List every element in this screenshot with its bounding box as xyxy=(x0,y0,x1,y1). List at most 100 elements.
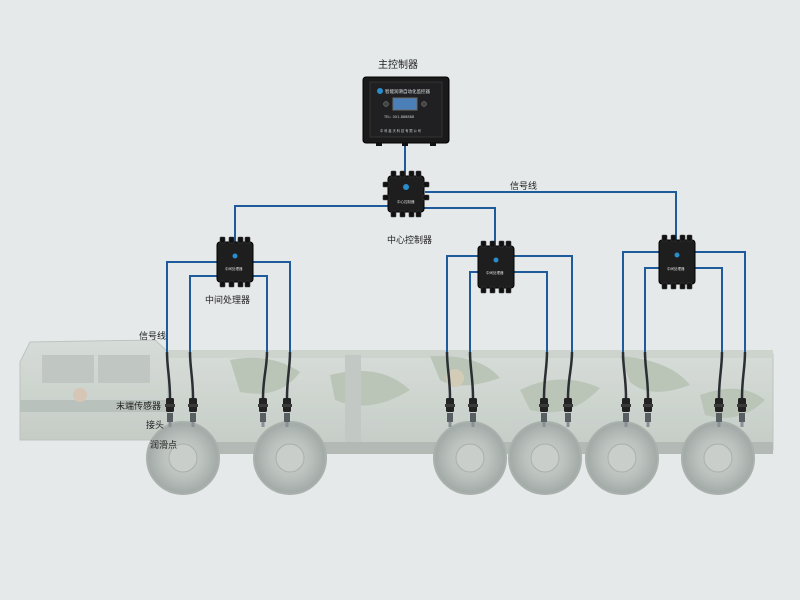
connector-joint xyxy=(447,413,453,422)
lube-point-tip xyxy=(646,422,650,427)
wire-mid-3 xyxy=(512,255,573,352)
main-controller-tel: TEL: 0X1-888888 xyxy=(383,115,414,119)
connector-joint xyxy=(284,413,290,422)
end-sensors xyxy=(165,398,747,427)
main-controller-device: 智能润滑自动化监控器 TEL: 0X1-888888 中 科 鑫 天 科 技 有… xyxy=(362,76,450,146)
label-end-sensor: 末端传感器 xyxy=(116,402,162,412)
lube-point-tip xyxy=(717,422,721,427)
main-controller-knob-right-icon xyxy=(421,101,427,107)
wire-right-3 xyxy=(694,251,746,352)
hose-3 xyxy=(261,351,269,399)
sensor-band xyxy=(539,404,549,407)
connector-joint xyxy=(716,413,722,422)
sensor-band xyxy=(468,404,478,407)
end-sensor-12 xyxy=(737,398,747,427)
wire-right-2 xyxy=(644,267,660,352)
hose-11 xyxy=(717,351,724,399)
wire-center-to-right xyxy=(425,191,677,240)
mid-center-plate: 中间处理器 xyxy=(486,270,504,275)
wire-center-to-middle xyxy=(422,207,496,248)
sensor-band xyxy=(737,404,747,407)
hose-9 xyxy=(621,351,628,399)
wire-mid-1 xyxy=(446,255,479,352)
main-controller-maker: 中 科 鑫 天 科 技 有 限 公 司 xyxy=(380,128,421,133)
wheel-1-hub xyxy=(168,443,198,473)
mid-left-plate: 中间处理器 xyxy=(225,266,243,271)
connector-joint xyxy=(541,413,547,422)
truck-wheels xyxy=(146,421,755,495)
hose-6 xyxy=(468,351,475,399)
main-controller-knob-left-icon xyxy=(383,101,389,107)
connector-joint xyxy=(167,413,173,422)
middle-processor-right: 中间处理器 xyxy=(658,234,696,290)
sensor-band xyxy=(714,404,724,407)
lube-point-tip xyxy=(168,422,172,427)
mid-left-logo-icon xyxy=(232,253,238,259)
wire-left-3 xyxy=(252,261,291,352)
cab-bumper xyxy=(20,400,170,412)
lube-point-tip xyxy=(285,422,289,427)
end-sensor-10 xyxy=(643,398,653,427)
label-signal-line-left: 信号线 xyxy=(139,332,167,342)
hose-10 xyxy=(643,351,650,399)
lube-point-tip xyxy=(261,422,265,427)
lube-point-tip xyxy=(471,422,475,427)
end-sensor-3 xyxy=(258,398,268,427)
wire-left-4 xyxy=(252,275,268,352)
sensor-band xyxy=(643,404,653,407)
lube-point-tip xyxy=(542,422,546,427)
connector-joint xyxy=(190,413,196,422)
hose-2 xyxy=(188,351,195,399)
end-sensor-5 xyxy=(445,398,455,427)
sensor-band xyxy=(621,404,631,407)
end-sensor-1 xyxy=(165,398,175,427)
end-sensor-8 xyxy=(563,398,573,427)
mid-center-logo-icon xyxy=(493,257,499,263)
sensor-band xyxy=(282,404,292,407)
middle-processor-left: 中间处理器 xyxy=(216,236,254,288)
hose-4 xyxy=(285,351,292,399)
truck-background xyxy=(19,339,774,495)
end-sensor-4 xyxy=(282,398,292,427)
sensor-band xyxy=(445,404,455,407)
main-connector-2 xyxy=(402,142,408,146)
center-controller-logo-icon xyxy=(403,184,409,190)
wire-right-1 xyxy=(622,251,660,352)
connector-joint xyxy=(565,413,571,422)
connector-joint xyxy=(623,413,629,422)
end-sensor-11 xyxy=(714,398,724,427)
body-ladder xyxy=(345,355,361,450)
lube-point-tip xyxy=(191,422,195,427)
wire-left-1 xyxy=(166,261,218,352)
wire-left-2 xyxy=(189,275,218,352)
lube-point-tip xyxy=(624,422,628,427)
signal-wires xyxy=(166,142,746,352)
lube-point-tip xyxy=(566,422,570,427)
label-lube-point: 润滑点 xyxy=(150,441,178,451)
wheel-5-hub xyxy=(607,443,637,473)
label-connector: 接头 xyxy=(146,421,165,431)
wheel-6-hub xyxy=(703,443,733,473)
wire-center-to-left xyxy=(234,205,390,242)
wheel-2-hub xyxy=(275,443,305,473)
wire-mid-2 xyxy=(469,271,479,352)
wire-right-4 xyxy=(694,267,723,352)
mid-right-logo-icon xyxy=(674,252,680,258)
hose-5 xyxy=(445,351,452,399)
connector-joint xyxy=(260,413,266,422)
middle-processor-center: 中间处理器 xyxy=(477,240,515,294)
end-sensor-9 xyxy=(621,398,631,427)
label-signal-line-top: 信号线 xyxy=(510,182,538,192)
main-controller-logo-icon xyxy=(377,88,383,94)
connector-joint xyxy=(645,413,651,422)
sensor-band xyxy=(165,404,175,407)
label-middle-processor: 中间处理器 xyxy=(205,296,251,306)
connector-joint xyxy=(739,413,745,422)
lube-point-tip xyxy=(740,422,744,427)
wheel-4-hub xyxy=(530,443,560,473)
hose-8 xyxy=(566,351,574,399)
wire-mid-4 xyxy=(512,271,548,352)
main-connector-1 xyxy=(376,142,382,146)
center-controller-device: 中心控制器 xyxy=(382,170,430,218)
